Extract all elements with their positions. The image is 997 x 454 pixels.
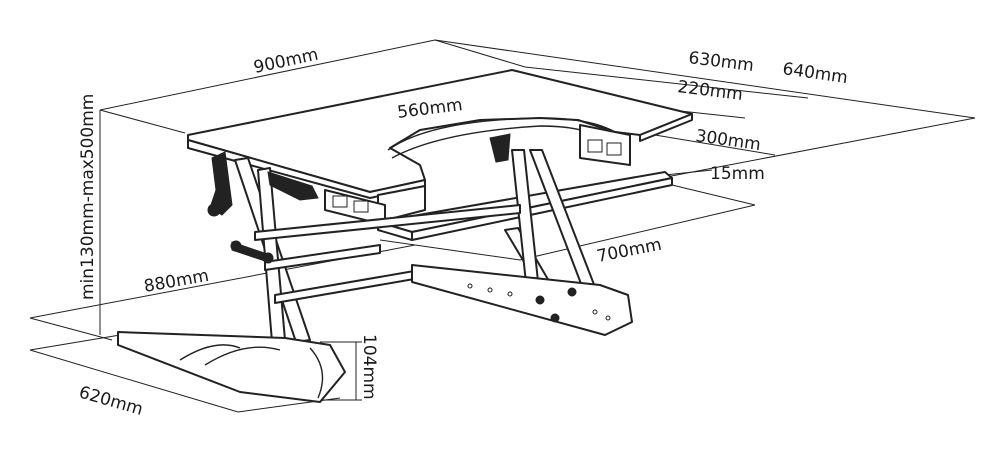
release-lever-icon	[209, 151, 233, 216]
base-front	[117, 331, 346, 403]
label-15mm: 15mm	[710, 164, 765, 184]
label-220mm: 220mm	[676, 77, 744, 105]
dim-line-900	[99, 39, 436, 111]
label-620mm: 620mm	[77, 383, 146, 420]
label-630mm: 630mm	[687, 48, 755, 76]
label-880mm: 880mm	[142, 266, 210, 297]
base-rear	[411, 264, 633, 336]
label-300mm: 300mm	[694, 126, 762, 155]
adjustment-handles	[207, 133, 511, 264]
label-900mm: 900mm	[252, 45, 320, 78]
dim-line-640	[434, 39, 976, 119]
label-640mm: 640mm	[781, 59, 849, 88]
desktop-cutout-edge	[387, 117, 616, 151]
dim-line-15	[664, 169, 713, 176]
dim-line-630	[524, 66, 809, 99]
handle-grip-icon	[267, 171, 319, 201]
label-104mm: 104mm	[359, 334, 379, 400]
dimension-lines	[29, 39, 976, 413]
label-height-range: min130mm-max500mm	[78, 94, 98, 300]
base-feet	[117, 264, 633, 403]
dim-line-700	[519, 204, 756, 261]
dim-line-620	[29, 349, 239, 413]
dim-line-300	[654, 134, 776, 156]
